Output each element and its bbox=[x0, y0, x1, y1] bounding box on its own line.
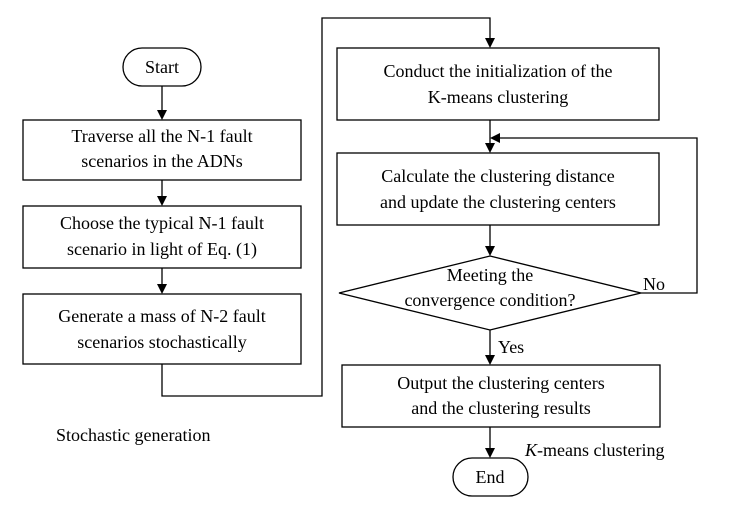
output-step-line-1: Output the clustering centers bbox=[397, 373, 604, 393]
generate-step-box: Generate a mass of N-2 fault scenarios s… bbox=[22, 293, 302, 365]
arrow-calculate-to-decision bbox=[485, 246, 495, 256]
choose-step-box: Choose the typical N-1 fault scenario in… bbox=[22, 205, 302, 269]
arrow-traverse-to-choose bbox=[157, 196, 167, 206]
arrow-choose-to-generate bbox=[157, 284, 167, 294]
calculate-step-line-1: Calculate the clustering distance bbox=[381, 166, 614, 186]
output-step-box: Output the clustering centers and the cl… bbox=[341, 364, 661, 428]
stochastic-generation-caption: Stochastic generation bbox=[56, 425, 210, 445]
decision-line-2: convergence condition? bbox=[404, 290, 575, 310]
kmeans-caption-k: K bbox=[524, 440, 538, 460]
arrow-no-loop-back bbox=[490, 133, 500, 143]
calculate-step-box: Calculate the clustering distance and up… bbox=[336, 152, 660, 226]
decision-line-1: Meeting the bbox=[447, 265, 533, 285]
no-label: No bbox=[643, 274, 665, 294]
choose-step-line-2: scenario in light of Eq. (1) bbox=[67, 239, 257, 260]
start-label: Start bbox=[145, 57, 179, 77]
initialization-step-box: Conduct the initialization of the K-mean… bbox=[336, 47, 660, 121]
traverse-step-line-2: scenarios in the ADNs bbox=[81, 151, 242, 171]
yes-label: Yes bbox=[498, 337, 524, 357]
no-loop-connector bbox=[500, 137, 698, 294]
choose-step-line-1: Choose the typical N-1 fault bbox=[60, 213, 264, 233]
generate-step-line-1: Generate a mass of N-2 fault bbox=[58, 306, 265, 326]
arrow-start-to-traverse bbox=[157, 110, 167, 120]
end-label: End bbox=[476, 467, 505, 487]
traverse-step-line-1: Traverse all the N-1 fault bbox=[71, 126, 252, 146]
calculate-step-line-2: and update the clustering centers bbox=[380, 192, 616, 212]
end-node: End bbox=[452, 457, 529, 497]
generate-step-line-2: scenarios stochastically bbox=[77, 332, 246, 352]
output-step-line-2: and the clustering results bbox=[411, 398, 590, 418]
kmeans-caption-rest: -means clustering bbox=[537, 440, 664, 460]
arrow-into-initialization bbox=[485, 38, 495, 48]
connector-left-to-right bbox=[161, 17, 491, 397]
convergence-decision: Meeting the convergence condition? bbox=[338, 255, 642, 331]
kmeans-clustering-caption: K-means clustering bbox=[524, 440, 664, 460]
initialization-step-line-1: Conduct the initialization of the bbox=[384, 61, 613, 81]
start-node: Start bbox=[122, 47, 202, 87]
initialization-step-line-2: K-means clustering bbox=[428, 87, 568, 107]
arrow-init-to-calculate bbox=[485, 143, 495, 153]
traverse-step-box: Traverse all the N-1 fault scenarios in … bbox=[22, 119, 302, 181]
arrow-yes-to-output bbox=[485, 355, 495, 365]
arrow-output-to-end bbox=[485, 448, 495, 458]
